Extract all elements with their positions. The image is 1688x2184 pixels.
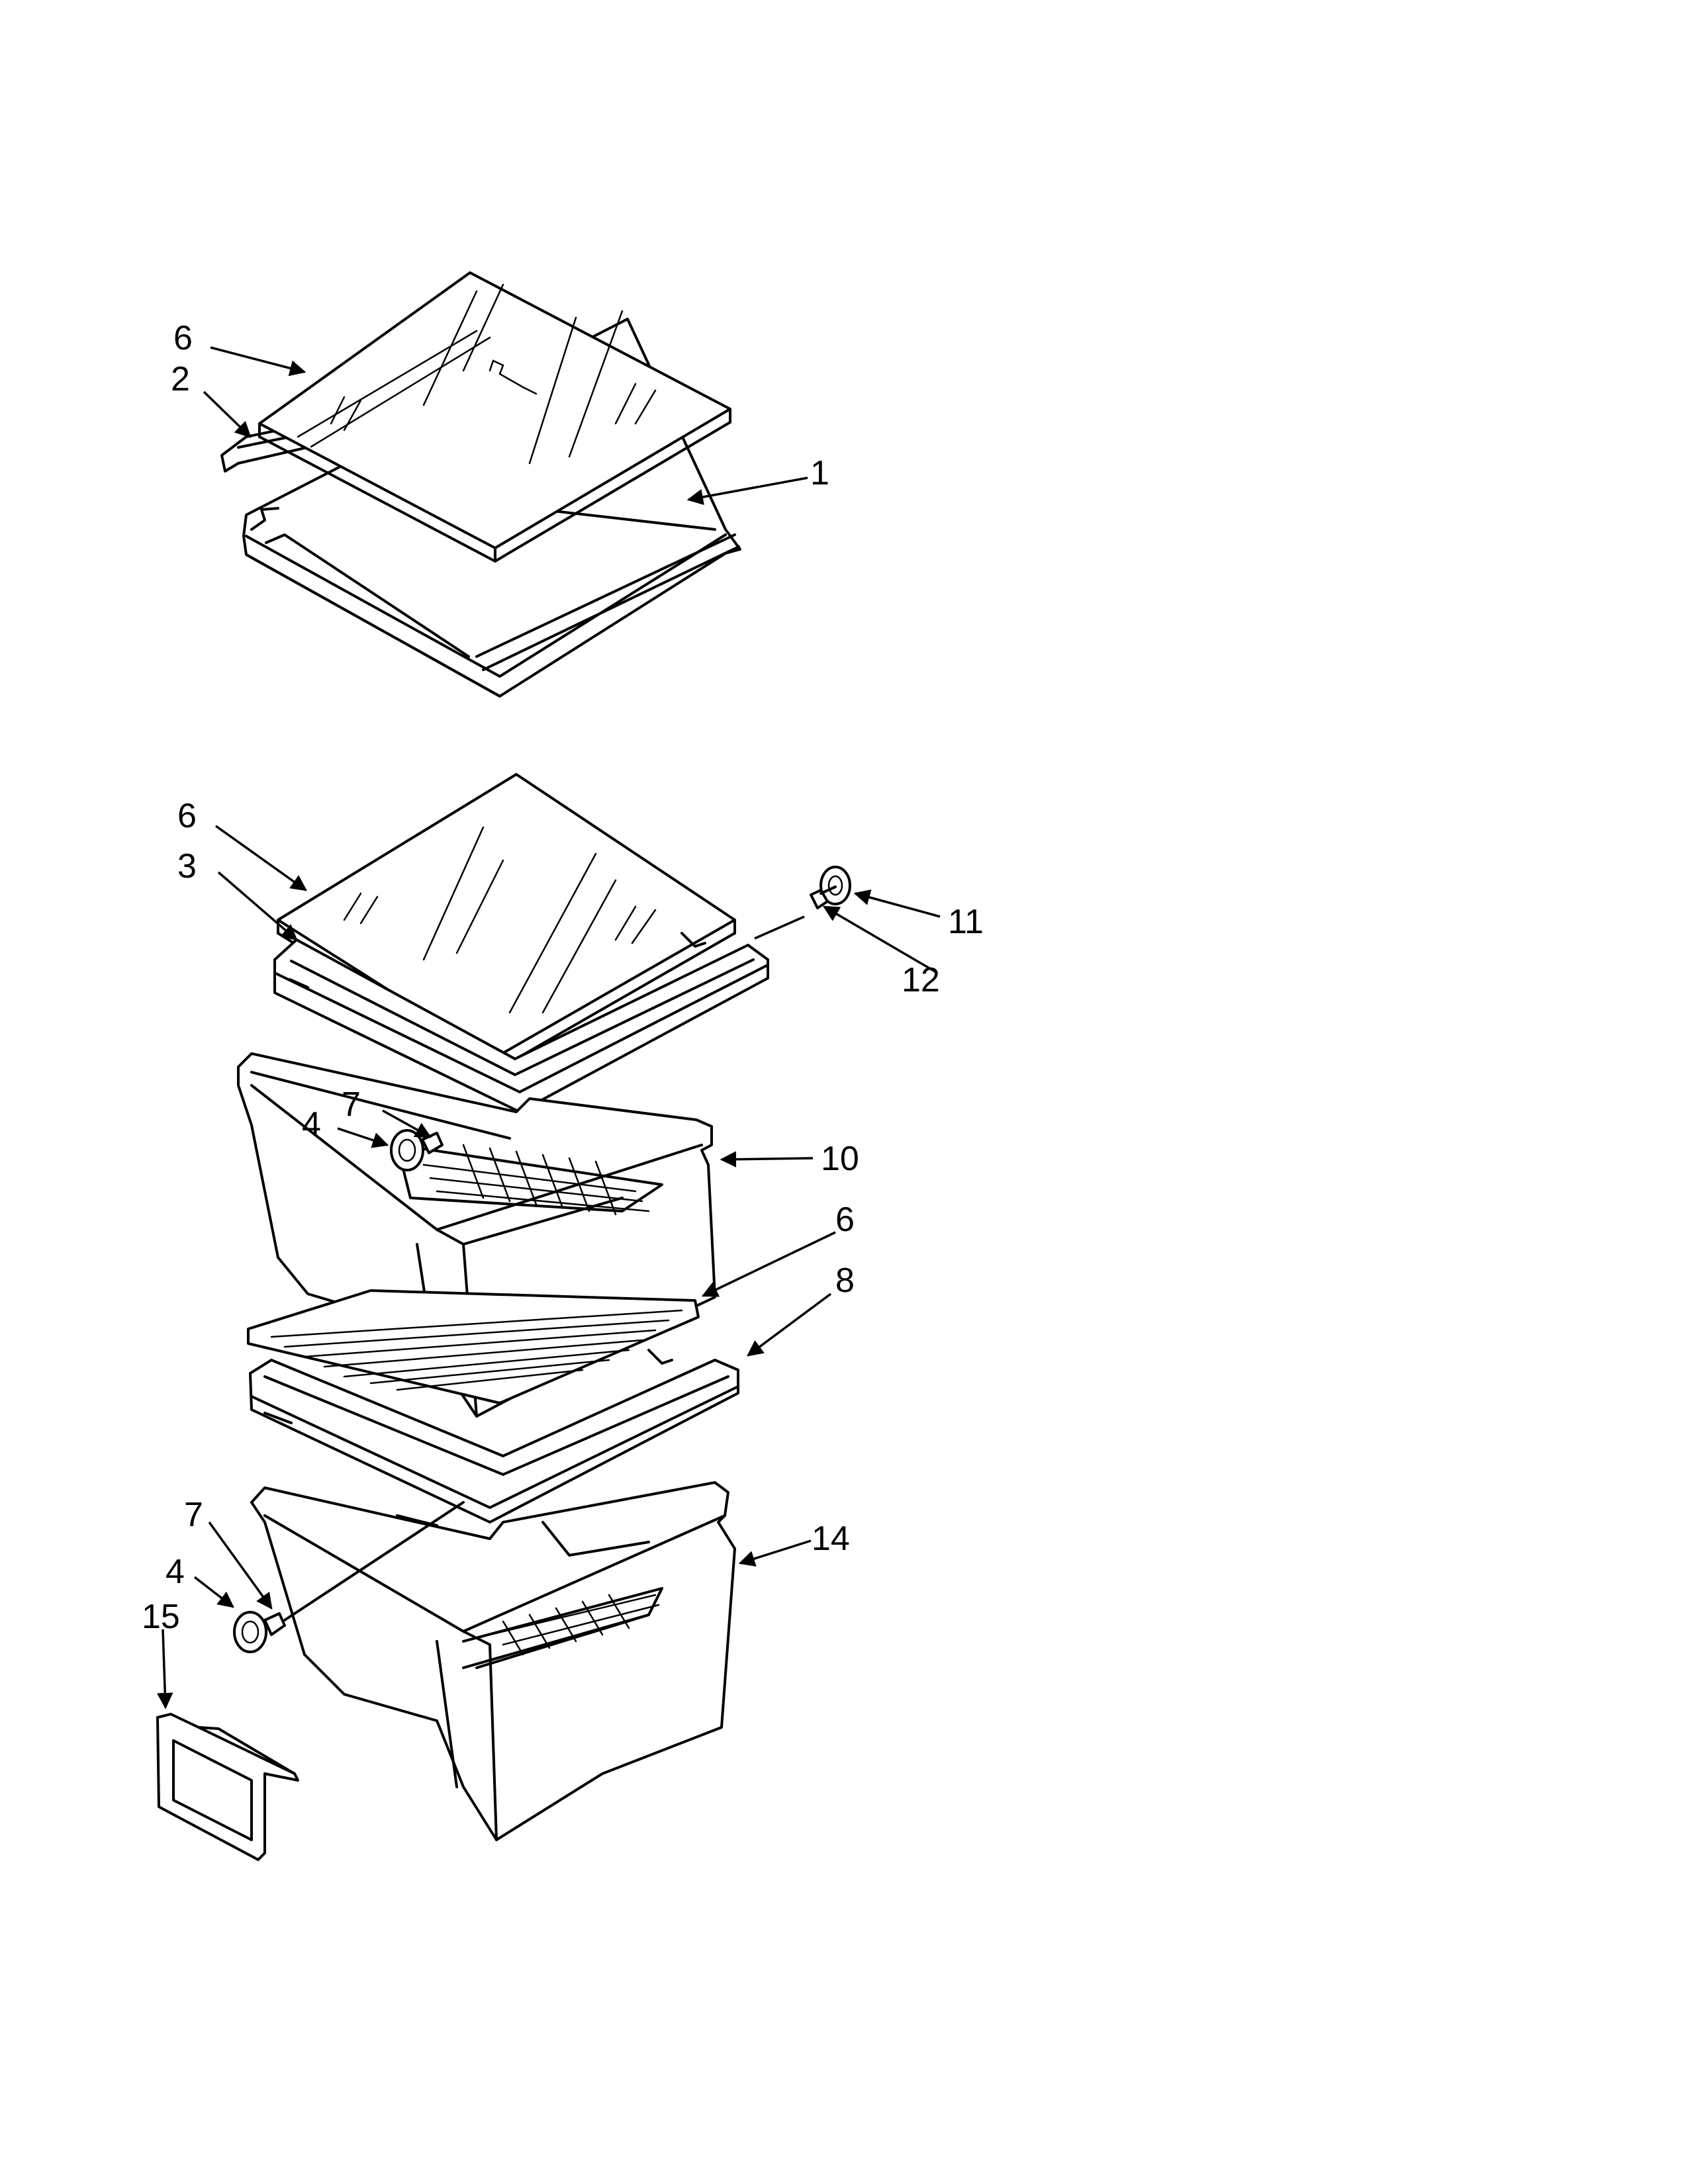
glass-shelf-lower — [247, 1289, 700, 1404]
callout-3: 3 — [177, 847, 197, 886]
crisper-cover-frame — [273, 932, 769, 1113]
callout-4-upper: 4 — [302, 1105, 321, 1144]
roller-assembly-11 — [810, 866, 851, 909]
callout-15: 15 — [142, 1598, 180, 1636]
callout-8: 8 — [835, 1261, 855, 1300]
roller-upper — [390, 1129, 444, 1171]
crisper-cover-frame-lower — [249, 1349, 739, 1524]
callout-14: 14 — [812, 1520, 850, 1558]
callout-6-lower: 6 — [835, 1201, 855, 1239]
callout-4-lower: 4 — [165, 1553, 185, 1591]
leader-lines — [157, 346, 941, 1709]
callout-2: 2 — [171, 360, 190, 398]
label-holder-15 — [156, 1713, 299, 1861]
callout-10: 10 — [821, 1140, 859, 1178]
callout-12: 12 — [902, 961, 940, 999]
callout-6-top: 6 — [173, 319, 193, 357]
callout-7-lower: 7 — [184, 1496, 203, 1534]
glass-shelf-upper — [258, 271, 731, 563]
callout-6-middle: 6 — [177, 797, 197, 835]
callout-11: 11 — [948, 903, 984, 941]
callout-1: 1 — [810, 454, 829, 492]
callout-labels: 6 2 1 6 3 11 12 7 4 10 6 8 7 4 15 14 — [142, 319, 984, 1636]
callout-7-upper: 7 — [342, 1085, 361, 1124]
roller-lower — [233, 1501, 465, 1653]
crisper-drawer-lower — [250, 1481, 736, 1841]
